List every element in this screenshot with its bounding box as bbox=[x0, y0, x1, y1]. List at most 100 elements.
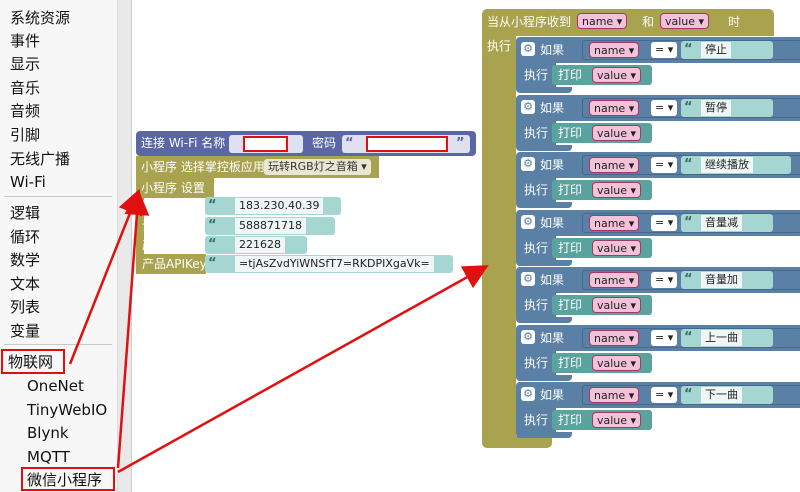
category-system-resources[interactable]: 系统资源 bbox=[10, 9, 71, 27]
product-id-string[interactable]: “ 221628 bbox=[205, 236, 307, 254]
condition-value[interactable]: 暂停 bbox=[701, 99, 731, 116]
device-id-string[interactable]: “ 588871718 bbox=[205, 217, 335, 235]
compare-block[interactable]: name ▾ = ▾“音量减 bbox=[582, 212, 800, 233]
toolbox-scrollbar[interactable] bbox=[118, 0, 132, 492]
category-logic[interactable]: 逻辑 bbox=[10, 204, 41, 222]
gear-icon[interactable]: ⚙ bbox=[521, 214, 535, 229]
category-iot[interactable]: 物联网 bbox=[8, 353, 54, 371]
compare-block[interactable]: name ▾ = ▾“音量加 bbox=[582, 270, 800, 290]
gear-icon[interactable]: ⚙ bbox=[521, 99, 535, 114]
value-var-getter[interactable]: value ▾ bbox=[592, 124, 642, 141]
apikey-string[interactable]: “ =tjAsZvdYiWNSfT7=RKDPIXgaVk= bbox=[205, 255, 453, 273]
iot-item-blynk[interactable]: Blynk bbox=[27, 424, 69, 442]
iot-item-tinywebio[interactable]: TinyWebIO bbox=[27, 401, 108, 419]
miniapp-app-dropdown[interactable]: 玩转RGB灯之音箱 ▾ bbox=[264, 159, 371, 175]
name-var-getter[interactable]: name ▾ bbox=[589, 42, 640, 58]
category-audio[interactable]: 音频 bbox=[10, 102, 41, 120]
category-music[interactable]: 音乐 bbox=[10, 79, 41, 97]
value-var-dropdown[interactable]: value ▾ bbox=[660, 13, 710, 29]
device-id-value[interactable]: 588871718 bbox=[235, 218, 306, 234]
condition-value[interactable]: 继续播放 bbox=[701, 157, 753, 173]
category-display[interactable]: 显示 bbox=[10, 55, 41, 73]
compare-block[interactable]: name ▾= ▾“暂停 bbox=[582, 97, 800, 118]
server-value[interactable]: 183.230.40.39 bbox=[235, 198, 324, 214]
category-pins[interactable]: 引脚 bbox=[10, 126, 41, 144]
condition-value[interactable]: 音量减 bbox=[701, 214, 742, 231]
apikey-value[interactable]: =tjAsZvdYiWNSfT7=RKDPIXgaVk= bbox=[235, 256, 434, 272]
value-var-getter[interactable]: value ▾ bbox=[592, 67, 642, 83]
name-var-getter[interactable]: name ▾ bbox=[589, 157, 640, 173]
wifi-ssid-redacted[interactable] bbox=[243, 136, 288, 152]
condition-value[interactable]: 上一曲 bbox=[701, 329, 742, 346]
eq-operator-dropdown[interactable]: = ▾ bbox=[651, 99, 678, 116]
iot-item-mqtt[interactable]: MQTT bbox=[27, 448, 70, 466]
gear-icon[interactable]: ⚙ bbox=[521, 387, 535, 401]
iot-item-onenet[interactable]: OneNet bbox=[27, 377, 84, 395]
name-var-getter[interactable]: name ▾ bbox=[589, 272, 640, 288]
name-var-getter[interactable]: name ▾ bbox=[589, 387, 640, 403]
gear-icon[interactable]: ⚙ bbox=[521, 157, 535, 171]
eq-operator-dropdown[interactable]: = ▾ bbox=[651, 272, 678, 288]
name-var-getter[interactable]: name ▾ bbox=[589, 99, 640, 116]
category-text[interactable]: 文本 bbox=[10, 275, 41, 293]
wifi-password-redacted[interactable] bbox=[366, 136, 448, 152]
iot-item-wechat-miniapp[interactable]: 微信小程序 bbox=[27, 471, 103, 489]
eq-operator-dropdown[interactable]: = ▾ bbox=[651, 214, 678, 231]
gear-icon[interactable]: ⚙ bbox=[521, 329, 535, 344]
eq-operator-dropdown[interactable]: = ▾ bbox=[651, 42, 678, 58]
name-var-getter[interactable]: name ▾ bbox=[589, 329, 640, 346]
compare-block[interactable]: name ▾ = ▾“继续播放 bbox=[582, 155, 800, 175]
category-events[interactable]: 事件 bbox=[10, 32, 41, 50]
condition-string[interactable]: “停止 bbox=[681, 41, 773, 59]
category-wifi[interactable]: Wi-Fi bbox=[10, 173, 46, 191]
product-id-value[interactable]: 221628 bbox=[235, 237, 285, 253]
condition-value[interactable]: 音量加 bbox=[701, 272, 742, 288]
eq-operator-dropdown[interactable]: = ▾ bbox=[651, 157, 678, 173]
miniapp-select-block[interactable]: 小程序 选择掌控板应用 玩转RGB灯之音箱 ▾ bbox=[136, 156, 379, 178]
value-var-getter[interactable]: value ▾ bbox=[592, 182, 642, 198]
condition-string[interactable]: “继续播放 bbox=[681, 156, 791, 174]
eq-operator-dropdown[interactable]: = ▾ bbox=[651, 387, 678, 403]
category-variables[interactable]: 变量 bbox=[10, 322, 41, 340]
server-string[interactable]: “ 183.230.40.39 bbox=[205, 197, 341, 215]
gear-icon[interactable]: ⚙ bbox=[521, 272, 535, 286]
condition-value[interactable]: 下一曲 bbox=[701, 387, 742, 403]
miniapp-settings-block[interactable]: 小程序 设置 bbox=[136, 178, 214, 198]
condition-string[interactable]: “上一曲 bbox=[681, 328, 773, 347]
wifi-ssid-string[interactable] bbox=[229, 135, 303, 153]
condition-value[interactable]: 停止 bbox=[701, 42, 731, 58]
compare-block[interactable]: name ▾ = ▾“上一曲 bbox=[582, 327, 800, 348]
name-var-getter[interactable]: name ▾ bbox=[589, 214, 640, 231]
value-var-getter[interactable]: value ▾ bbox=[592, 297, 642, 313]
compare-block[interactable]: name ▾ = ▾“下一曲 bbox=[582, 385, 800, 405]
category-radio[interactable]: 无线广播 bbox=[10, 150, 71, 168]
category-math[interactable]: 数学 bbox=[10, 251, 41, 269]
wifi-connect-block[interactable]: 连接 Wi-Fi 名称 密码 “ ” bbox=[136, 131, 476, 156]
name-var-dropdown[interactable]: name ▾ bbox=[577, 13, 628, 29]
category-lists[interactable]: 列表 bbox=[10, 298, 41, 316]
eq-operator-dropdown[interactable]: = ▾ bbox=[651, 329, 678, 346]
wifi-password-string[interactable]: “ ” bbox=[342, 135, 470, 153]
gear-icon[interactable]: ⚙ bbox=[521, 42, 535, 56]
value-var-getter[interactable]: value ▾ bbox=[592, 239, 642, 256]
value-var-getter[interactable]: value ▾ bbox=[592, 354, 642, 371]
compare-block[interactable]: name ▾ = ▾“停止 bbox=[582, 40, 800, 60]
condition-string[interactable]: “下一曲 bbox=[681, 386, 773, 404]
condition-string[interactable]: “音量减 bbox=[681, 213, 773, 232]
condition-string[interactable]: “音量加 bbox=[681, 271, 773, 289]
event-header[interactable]: 当从小程序收到 name ▾ 和 value ▾ 时 bbox=[482, 9, 774, 36]
